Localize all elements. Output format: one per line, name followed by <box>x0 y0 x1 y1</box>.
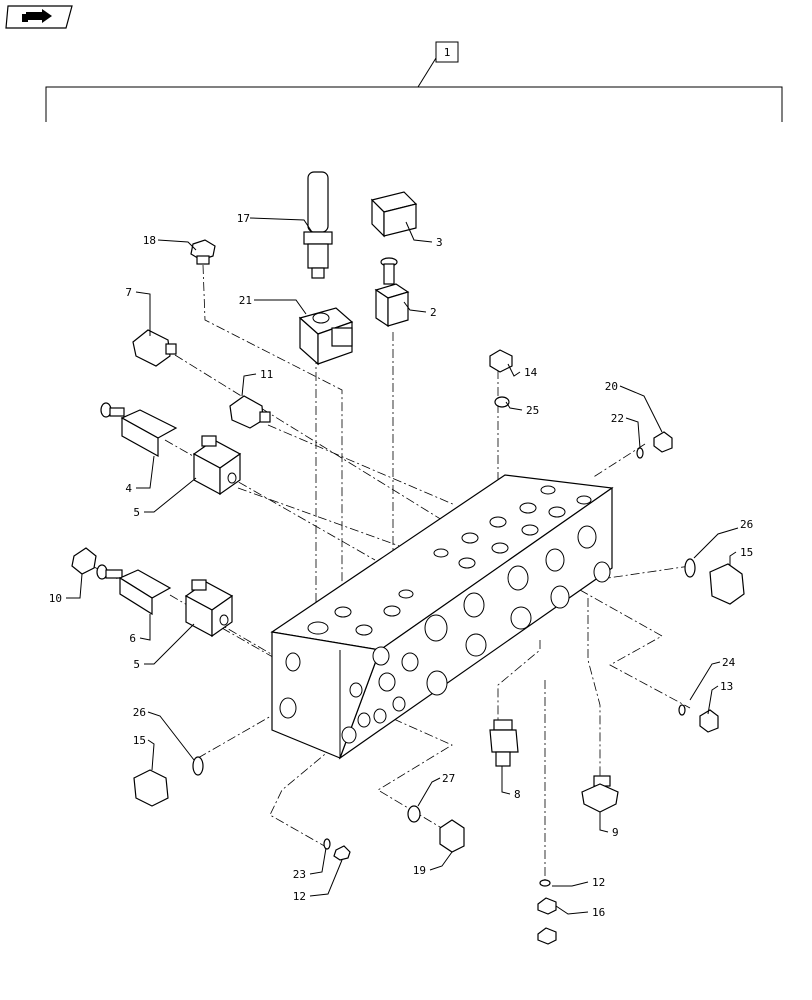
part-19-plug <box>439 819 465 853</box>
part-9-plug <box>581 775 619 813</box>
page-navigation-button[interactable] <box>4 4 74 30</box>
part-26-o-ring-right <box>684 558 696 578</box>
part-14-plug <box>489 349 513 373</box>
part-16-nut-b <box>537 927 557 945</box>
callout-6: 6 <box>129 632 136 645</box>
callout-21: 21 <box>239 294 252 307</box>
assembly-bracket: 1 <box>45 41 783 122</box>
part-6-solenoid-valve <box>96 564 172 616</box>
part-7-pressure-sensor <box>132 329 177 367</box>
part-12-nut-left <box>333 845 351 861</box>
part-11-pressure-switch <box>229 395 271 429</box>
part-20-plug <box>653 431 673 453</box>
callout-5-upper: 5 <box>133 506 140 519</box>
callout-26-right: 26 <box>740 518 753 531</box>
callout-13: 13 <box>720 680 733 693</box>
part-15-plug-right <box>709 563 745 605</box>
callout-14: 14 <box>524 366 538 379</box>
callout-26-left: 26 <box>133 706 146 719</box>
part-5-solenoid-coil <box>192 435 242 496</box>
callout-15-right: 15 <box>740 546 753 559</box>
callout-2: 2 <box>430 306 437 319</box>
part-23-o-ring <box>323 838 331 850</box>
part-26-o-ring-left <box>192 756 204 776</box>
callout-5-lower: 5 <box>133 658 140 671</box>
callout-leaders <box>66 217 739 915</box>
callout-15-left: 15 <box>133 734 146 747</box>
part-8-sensor <box>489 719 519 767</box>
callout-23: 23 <box>293 868 306 881</box>
callout-25: 25 <box>526 404 539 417</box>
callout-9: 9 <box>612 826 619 839</box>
part-13-plug <box>699 709 719 733</box>
callout-11: 11 <box>260 368 273 381</box>
part-4-solenoid-valve <box>100 402 178 458</box>
part-3-coil-cap <box>370 191 418 238</box>
callout-24: 24 <box>722 656 736 669</box>
assembly-item-number: 1 <box>444 46 451 59</box>
callout-10: 10 <box>49 592 62 605</box>
part-2-solenoid-valve <box>374 257 410 328</box>
part-25-o-ring <box>494 396 510 408</box>
part-24-o-ring <box>678 704 686 716</box>
part-21-solenoid-coil <box>298 307 354 366</box>
part-10-nut <box>71 547 97 575</box>
callout-20: 20 <box>605 380 618 393</box>
page-navigation-arrow-icon <box>5 5 73 29</box>
callout-18: 18 <box>143 234 156 247</box>
part-17-check-valve-cartridge <box>303 171 333 279</box>
callout-16: 16 <box>592 906 605 919</box>
callout-12-right: 12 <box>592 876 605 889</box>
valve-manifold-block <box>270 474 614 760</box>
part-22-o-ring <box>636 447 644 459</box>
callout-22: 22 <box>611 412 624 425</box>
part-5-solenoid-coil-lower <box>184 579 234 638</box>
part-18-plug <box>190 239 216 265</box>
callout-19: 19 <box>413 864 426 877</box>
callout-7: 7 <box>125 286 132 299</box>
callout-numbers: 17 18 3 21 2 7 11 14 25 20 22 4 5 10 6 5… <box>49 212 754 919</box>
part-27-o-ring <box>407 805 421 823</box>
part-12-o-ring-right <box>539 879 551 887</box>
part-15-plug-left <box>133 769 169 807</box>
part-16-nut-a <box>537 897 557 915</box>
callout-8: 8 <box>514 788 521 801</box>
callout-27: 27 <box>442 772 455 785</box>
callout-12-left: 12 <box>293 890 306 903</box>
callout-4: 4 <box>125 482 132 495</box>
callout-17: 17 <box>237 212 250 225</box>
callout-3: 3 <box>436 236 443 249</box>
